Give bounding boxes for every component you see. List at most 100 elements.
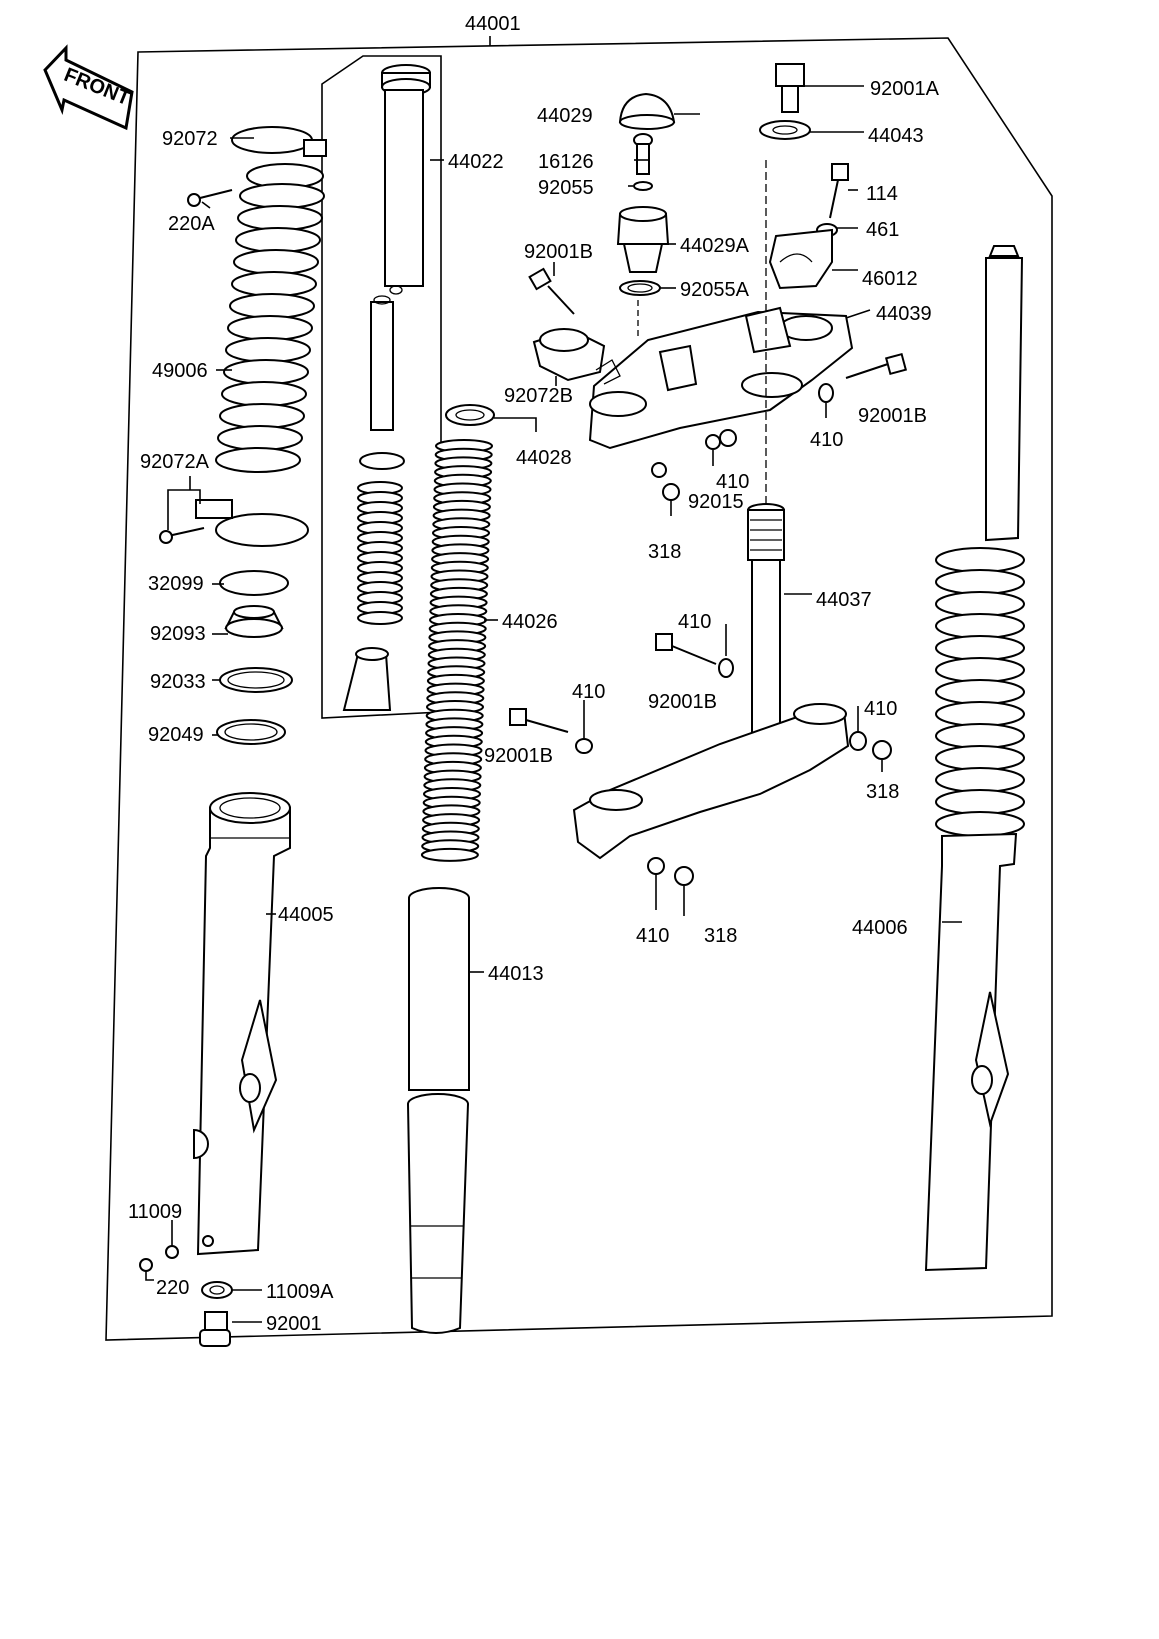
boot-ring: [935, 547, 1025, 573]
handlebar-holder-46012: [768, 228, 833, 290]
bolt-11009: [165, 1245, 179, 1259]
label-44029A: 44029A: [680, 235, 750, 257]
o-ring-92055: [633, 181, 653, 191]
label-92033: 92033: [150, 671, 206, 693]
label-44028: 44028: [516, 447, 572, 469]
washer-410-upper-a: [651, 462, 667, 478]
label-318-b: 318: [866, 781, 899, 803]
outer-tube-right-44006: [924, 245, 1025, 1272]
washer-410-lower-right: [849, 731, 867, 751]
label-16126: 16126: [538, 151, 594, 173]
washer-410-lower-left: [575, 738, 593, 754]
boot-ring: [231, 271, 317, 297]
outer-tube-left-44005: [193, 792, 291, 1256]
bolt-92001B-top-left: [528, 267, 575, 315]
inner-tube-44013: [407, 887, 470, 1334]
boot-ring: [935, 767, 1025, 793]
handlebar-holder-92072B: [532, 328, 606, 382]
label-32099: 32099: [148, 573, 204, 595]
label-11009: 11009: [128, 1201, 182, 1223]
label-92072A: 92072A: [140, 451, 210, 473]
label-46012: 46012: [862, 268, 918, 290]
bolt-92001B-mid: [655, 633, 717, 665]
label-44043: 44043: [868, 125, 924, 147]
label-114: 114: [866, 183, 898, 205]
label-92072B: 92072B: [504, 385, 573, 407]
bolt-92001B-lower: [509, 708, 569, 733]
boot-ring: [239, 183, 325, 209]
bushing-92049: [216, 719, 286, 745]
boot-ring: [935, 701, 1025, 727]
nut-318-bottom: [674, 866, 694, 886]
boot-ring: [935, 591, 1025, 617]
retaining-ring-92033: [219, 667, 293, 693]
label-410-b: 410: [810, 429, 843, 451]
label-49006: 49006: [152, 360, 208, 382]
washer-410-mid: [718, 658, 734, 678]
assembly-boundary: [105, 37, 1053, 1341]
screw-220A: [187, 189, 233, 207]
label-92001B-a: 92001B: [524, 241, 593, 263]
nut-318-lower-right: [872, 740, 892, 760]
boot-ring: [237, 205, 323, 231]
boot-ring: [935, 723, 1025, 749]
boot-ring: [935, 679, 1025, 705]
nut-318-upper: [662, 483, 680, 501]
washer-410-upper-b: [705, 434, 721, 450]
label-44006: 44006: [852, 917, 908, 939]
label-92072: 92072: [162, 128, 218, 150]
washer-410-bottom: [647, 857, 665, 875]
label-44037: 44037: [816, 589, 872, 611]
label-92015: 92015: [688, 491, 744, 513]
o-ring-92055A: [619, 280, 661, 296]
fork-boot-clamp-92072A: [159, 499, 309, 547]
boot-ring: [935, 745, 1025, 771]
fork-boot-clamp-92072: [231, 126, 327, 157]
label-410-a: 410: [716, 471, 749, 493]
boot-ring: [229, 293, 315, 319]
label-92049: 92049: [148, 724, 204, 746]
valve-16126: [633, 133, 653, 175]
spring-coil: [420, 847, 479, 862]
spring-seat-44028: [445, 404, 495, 426]
label-410-f: 410: [636, 925, 669, 947]
label-44026: 44026: [502, 611, 558, 633]
label-318-a: 318: [648, 541, 681, 563]
bolt-92001A: [775, 63, 805, 113]
boot-ring: [215, 447, 301, 473]
gasket-11009A: [201, 1281, 233, 1299]
label-410-e: 410: [864, 698, 897, 720]
boot-ring: [935, 569, 1025, 595]
callout-leaders: [145, 85, 962, 1323]
label-92001A: 92001A: [870, 78, 940, 100]
label-92001: 92001: [266, 1313, 322, 1335]
label-410-d: 410: [572, 681, 605, 703]
inner-tube-44022: [370, 64, 431, 431]
label-11009A: 11009A: [266, 1281, 334, 1303]
label-92001B-d: 92001B: [484, 745, 553, 767]
bolt-92001: [199, 1311, 231, 1347]
label-44001: 44001: [465, 13, 521, 35]
boot-ring: [935, 635, 1025, 661]
label-44005: 44005: [278, 904, 334, 926]
boot-ring: [225, 337, 311, 363]
label-92055A: 92055A: [680, 279, 750, 301]
spring-seat-ring: [359, 452, 405, 470]
label-318-c: 318: [704, 925, 737, 947]
boot-ring: [935, 789, 1025, 815]
fork-boot-49006: [215, 163, 325, 473]
spacer-ring-32099: [219, 570, 289, 596]
fork-cap-bolt-44029A: [616, 206, 670, 273]
bolt-114: [829, 163, 849, 219]
boot-ring: [221, 381, 307, 407]
fork-spring-44026: [420, 439, 493, 862]
label-220: 220: [156, 1277, 189, 1299]
nut-92015: [719, 429, 737, 447]
washer-44043: [759, 120, 811, 140]
inner-tube-group-box: [321, 55, 442, 719]
cap-44029: [618, 92, 676, 130]
lower-bracket: [572, 703, 850, 860]
boot-ring: [935, 657, 1025, 683]
boot-ring: [217, 425, 303, 451]
label-44039: 44039: [876, 303, 932, 325]
